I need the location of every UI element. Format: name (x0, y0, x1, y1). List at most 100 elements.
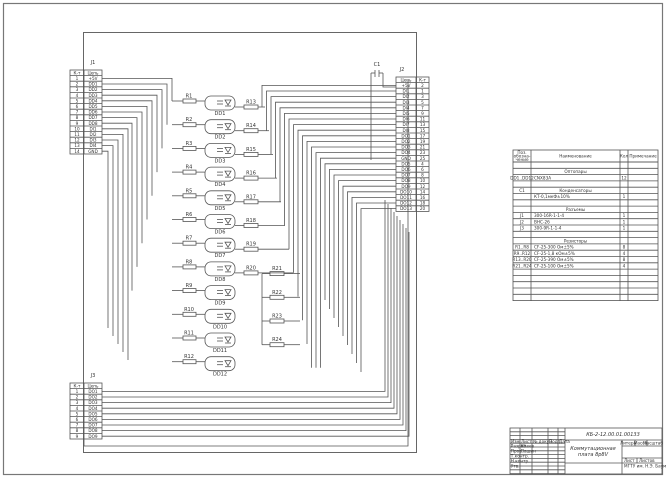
j2-pin-col0: DI2 (402, 94, 409, 99)
resistor-r1 (182, 98, 197, 104)
resistor-r15 (243, 151, 259, 157)
resistor-label: R8 (186, 259, 193, 265)
j2-pin-col1: 3 (421, 94, 424, 99)
wire (102, 139, 119, 344)
wire (102, 133, 124, 352)
resistor-label: R16 (246, 171, 256, 177)
bom-group-title: Резисторы (564, 238, 587, 243)
resistor-r13 (243, 104, 259, 110)
j2-pin-col1: 16 (420, 195, 426, 200)
wire (360, 208, 396, 372)
j1-pin-col0: 7 (76, 110, 79, 115)
wire (102, 117, 138, 267)
j3-pin-col1: DO9 (88, 434, 98, 439)
j1-header-0: К-т (74, 70, 81, 75)
resistor-label: R3 (186, 141, 193, 147)
j1-pin-col0: 6 (76, 104, 79, 109)
wire (102, 220, 401, 420)
wire (102, 100, 153, 196)
bom-qty: 1 (623, 194, 626, 199)
j1-label: J1 (90, 60, 96, 66)
wire (102, 106, 148, 220)
resistor-label: R2 (186, 117, 193, 123)
optocoupler-label: DD3 (215, 158, 226, 164)
bom-qty: 1 (623, 226, 626, 231)
j2-pin-col0: DO5 (401, 161, 411, 166)
wire (311, 146, 396, 368)
diode-icon (224, 218, 232, 225)
optocoupler-body (204, 142, 236, 158)
role-label: Утв. (511, 464, 520, 469)
optocoupler-dd11: DD11 (204, 332, 236, 354)
j3-pin-col0: 9 (76, 434, 79, 439)
j2-pin-col1: 6 (421, 167, 424, 172)
optocoupler-label: DD6 (215, 230, 226, 236)
wire (351, 196, 396, 354)
optocoupler-dd12: DD12 (204, 356, 236, 378)
j2-pin-col1: 17 (420, 133, 426, 138)
resistor-r20 (243, 270, 259, 276)
column-label: Лист (521, 439, 532, 444)
bom-pos: J3 (519, 226, 524, 231)
bom-qty: 4 (623, 251, 626, 256)
j2-pin-col0: GND (401, 156, 411, 161)
bom-group-title: Оптопары (564, 169, 586, 174)
j2-pin-col1: 7 (421, 105, 424, 110)
j1-pin-col0: 5 (76, 98, 79, 103)
optocoupler-body (204, 285, 236, 301)
bom-qty: 1 (623, 219, 626, 224)
diode-icon (224, 241, 232, 248)
wire (275, 101, 396, 179)
wire (102, 204, 389, 398)
j1-pin-col1: +5V (88, 76, 97, 81)
j3-label: J3 (90, 373, 96, 379)
organization: МГТУ им. Н.Э. Баумана гр. ИУ1-91 (624, 464, 666, 469)
resistor-r12 (182, 359, 197, 365)
wire (329, 168, 396, 309)
column-label: № докум. (533, 439, 554, 444)
wire (288, 118, 396, 250)
j2-header-0: Цепь (400, 77, 412, 82)
resistor-label: R17 (246, 194, 256, 200)
resistor-r24 (269, 342, 285, 348)
resistor-label: R22 (272, 290, 282, 296)
column-label: Изм (511, 439, 520, 444)
j3-pin-col1: DO1 (88, 389, 98, 394)
j3-pin-col0: 3 (76, 400, 79, 405)
wire (315, 152, 396, 368)
j1-pin-col0: 14 (74, 149, 80, 154)
optocoupler-body (204, 261, 236, 277)
optocoupler-label: DD5 (215, 206, 226, 212)
resistor-label: R11 (184, 331, 194, 337)
j1-pin-col0: 2 (76, 82, 79, 87)
role-label: Н.контр. (511, 459, 530, 464)
j3-pin-col0: 7 (76, 423, 79, 428)
wiring (83, 78, 410, 447)
j3-pin-col1: DO7 (88, 423, 98, 428)
wire (83, 80, 409, 447)
bom-header-note: Примечание (629, 154, 657, 159)
resistor-label: R15 (246, 147, 256, 153)
wire (266, 90, 396, 131)
j2-pin-col0: DO2 (401, 139, 411, 144)
j2-pin-col0: DO10 (400, 189, 412, 194)
j1-pin-col1: DD1 (88, 82, 97, 87)
j2-pin-col1: 20 (420, 206, 426, 211)
optocoupler-body (204, 95, 236, 111)
bom-name: КТ-0,1мкФ±10% (534, 194, 570, 199)
capacitor-label: C1 (374, 62, 381, 68)
diode-icon (224, 99, 232, 106)
wire (102, 111, 143, 244)
diode-icon (224, 312, 232, 320)
j2-pin-col1: 11 (420, 117, 426, 122)
resistor-r4 (182, 169, 197, 175)
role-label: Т.контр. (510, 454, 529, 459)
j2-pin-col0: DO6 (401, 167, 411, 172)
j3-pin-col0: 1 (76, 389, 79, 394)
wire (270, 96, 396, 155)
resistor-label: R9 (186, 283, 193, 289)
diode-icon (224, 194, 232, 201)
j1-pin-col0: 4 (76, 93, 79, 98)
wire (324, 163, 396, 300)
